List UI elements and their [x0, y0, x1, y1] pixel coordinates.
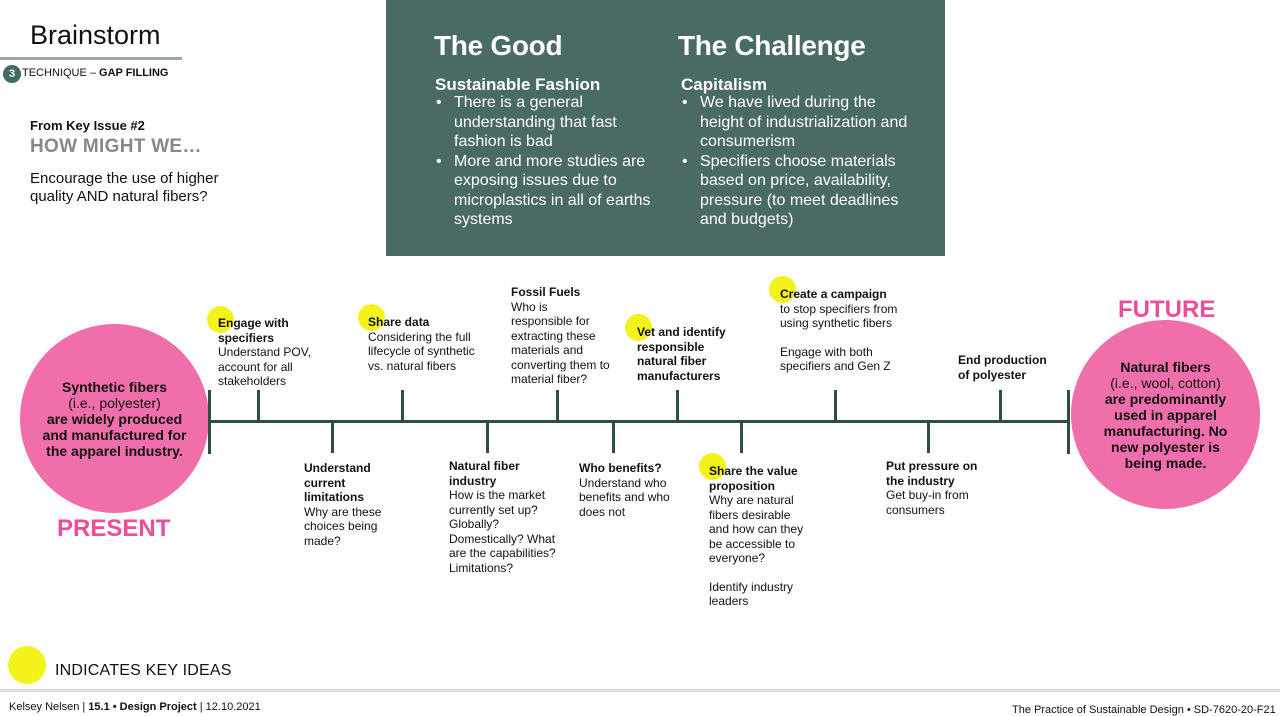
future-line3: are predominantly used in apparel manufa…	[1103, 390, 1228, 471]
idea-create-campaign: Create a campaign to stop specifiers fro…	[780, 287, 905, 374]
future-label: FUTURE	[1118, 296, 1216, 323]
timeline-tick	[331, 421, 334, 453]
technique-prefix: TECHNIQUE –	[22, 67, 100, 79]
step-number-badge: 3	[3, 65, 21, 83]
key-idea-dot	[699, 453, 726, 480]
footer-project: 15.1 • Design Project	[88, 701, 197, 713]
present-line3: are widely produced and manufactured for…	[42, 410, 187, 459]
idea-desc-secondary: Engage with both specifiers and Gen Z	[780, 344, 891, 374]
title-underline	[0, 57, 182, 60]
idea-title: Natural fiber industry	[449, 459, 520, 488]
idea-title: Engage with specifiers	[218, 316, 289, 345]
idea-value-proposition: Share the value proposition Why are natu…	[709, 464, 809, 609]
good-bullet: More and more studies are exposing issue…	[435, 152, 660, 230]
idea-share-data: Share data Considering the full lifecycl…	[368, 315, 478, 373]
present-line2: (i.e., polyester)	[68, 394, 161, 411]
key-idea-dot	[769, 276, 796, 303]
good-bullets: There is a general understanding that fa…	[435, 93, 660, 230]
idea-engage-specifiers: Engage with specifiers Understand POV, a…	[218, 316, 328, 389]
idea-desc-secondary: Identify industry leaders	[709, 579, 794, 609]
idea-fossil-fuels: Fossil Fuels Who is responsible for extr…	[511, 285, 611, 387]
how-might-we-heading: HOW MIGHT WE…	[30, 136, 202, 157]
timeline-tick	[401, 390, 404, 422]
good-bullet: There is a general understanding that fa…	[435, 93, 660, 152]
idea-title: Put pressure on the industry	[886, 459, 978, 488]
idea-title: Fossil Fuels	[511, 285, 581, 299]
footer-course: The Practice of Sustainable Design • SD-…	[1012, 704, 1276, 716]
idea-title: Who benefits?	[579, 461, 662, 475]
idea-end-polyester: End production of polyester	[958, 353, 1058, 382]
idea-title: Vet and identify responsible natural fib…	[637, 325, 726, 383]
idea-desc: Who is responsible for extracting these …	[511, 299, 610, 387]
timeline-start-tick	[208, 390, 211, 454]
idea-desc: Get buy-in from consumers	[886, 488, 969, 517]
footer-left: Kelsey Nelsen | 15.1 • Design Project | …	[9, 701, 261, 713]
key-idea-dot	[207, 306, 234, 333]
idea-understand-limitations: Understand current limitations Why are t…	[304, 461, 394, 548]
idea-desc: Understand POV, account for all stakehol…	[218, 345, 311, 388]
present-circle: Synthetic fibers (i.e., polyester) are w…	[20, 324, 209, 513]
idea-title: Share data	[368, 315, 430, 329]
footer-rule	[0, 689, 1280, 692]
timeline-tick	[740, 421, 743, 453]
idea-pressure-industry: Put pressure on the industry Get buy-in …	[886, 459, 991, 517]
future-line1: Natural fibers	[1120, 358, 1211, 375]
footer-author: Kelsey Nelsen |	[9, 701, 89, 713]
idea-vet-manufacturers: Vet and identify responsible natural fib…	[637, 325, 747, 383]
timeline-tick	[486, 421, 489, 453]
timeline-axis	[209, 420, 1070, 423]
timeline-end-tick	[1067, 390, 1070, 454]
idea-title: End production of polyester	[958, 353, 1047, 382]
good-heading: The Good	[434, 30, 563, 61]
legend-key-dot	[8, 646, 46, 684]
idea-desc: How is the market currently set up? Glob…	[449, 488, 556, 575]
good-challenge-panel: The Good Sustainable Fashion There is a …	[386, 0, 945, 256]
timeline-tick	[556, 390, 559, 422]
timeline-tick	[927, 421, 930, 453]
present-label: PRESENT	[57, 515, 171, 542]
challenge-heading: The Challenge	[678, 30, 866, 61]
key-idea-dot	[358, 304, 385, 331]
idea-title: Create a campaign	[780, 287, 887, 301]
key-idea-dot	[625, 314, 652, 341]
idea-natural-fiber-industry: Natural fiber industry How is the market…	[449, 459, 567, 575]
future-line2: (i.e., wool, cotton)	[1110, 374, 1221, 391]
challenge-bullet: We have lived during the height of indus…	[681, 93, 911, 152]
timeline-tick	[257, 390, 260, 422]
page-title: Brainstorm	[30, 20, 161, 50]
challenge-bullets: We have lived during the height of indus…	[681, 93, 911, 230]
present-line1: Synthetic fibers	[61, 378, 168, 395]
idea-desc: Understand who benefits and who does not	[579, 475, 670, 519]
idea-desc: to stop specifiers from using synthetic …	[780, 301, 898, 331]
future-circle: Natural fibers (i.e., wool, cotton) are …	[1071, 320, 1260, 509]
technique-name: GAP FILLING	[99, 67, 169, 79]
timeline-tick	[676, 390, 679, 422]
idea-desc: Why are natural fibers desirable and how…	[709, 493, 804, 565]
idea-title: Share the value proposition	[709, 464, 798, 493]
idea-title: Understand current limitations	[304, 461, 371, 504]
hmw-question: Encourage the use of higher quality AND …	[30, 170, 219, 205]
good-subheading: Sustainable Fashion	[435, 75, 601, 94]
timeline-tick	[834, 390, 837, 422]
idea-desc: Considering the full lifecycle of synthe…	[368, 329, 475, 373]
challenge-bullet: Specifiers choose materials based on pri…	[681, 152, 911, 230]
technique-label: TECHNIQUE – GAP FILLING	[22, 67, 168, 79]
legend-text: INDICATES KEY IDEAS	[55, 662, 232, 679]
timeline-tick	[612, 421, 615, 453]
footer-date: | 12.10.2021	[196, 701, 261, 713]
idea-desc: Why are these choices being made?	[304, 504, 382, 548]
key-issue-label: From Key Issue #2	[30, 118, 145, 133]
challenge-subheading: Capitalism	[681, 75, 767, 94]
timeline-tick	[999, 390, 1002, 422]
idea-who-benefits: Who benefits? Understand who benefits an…	[579, 461, 679, 519]
